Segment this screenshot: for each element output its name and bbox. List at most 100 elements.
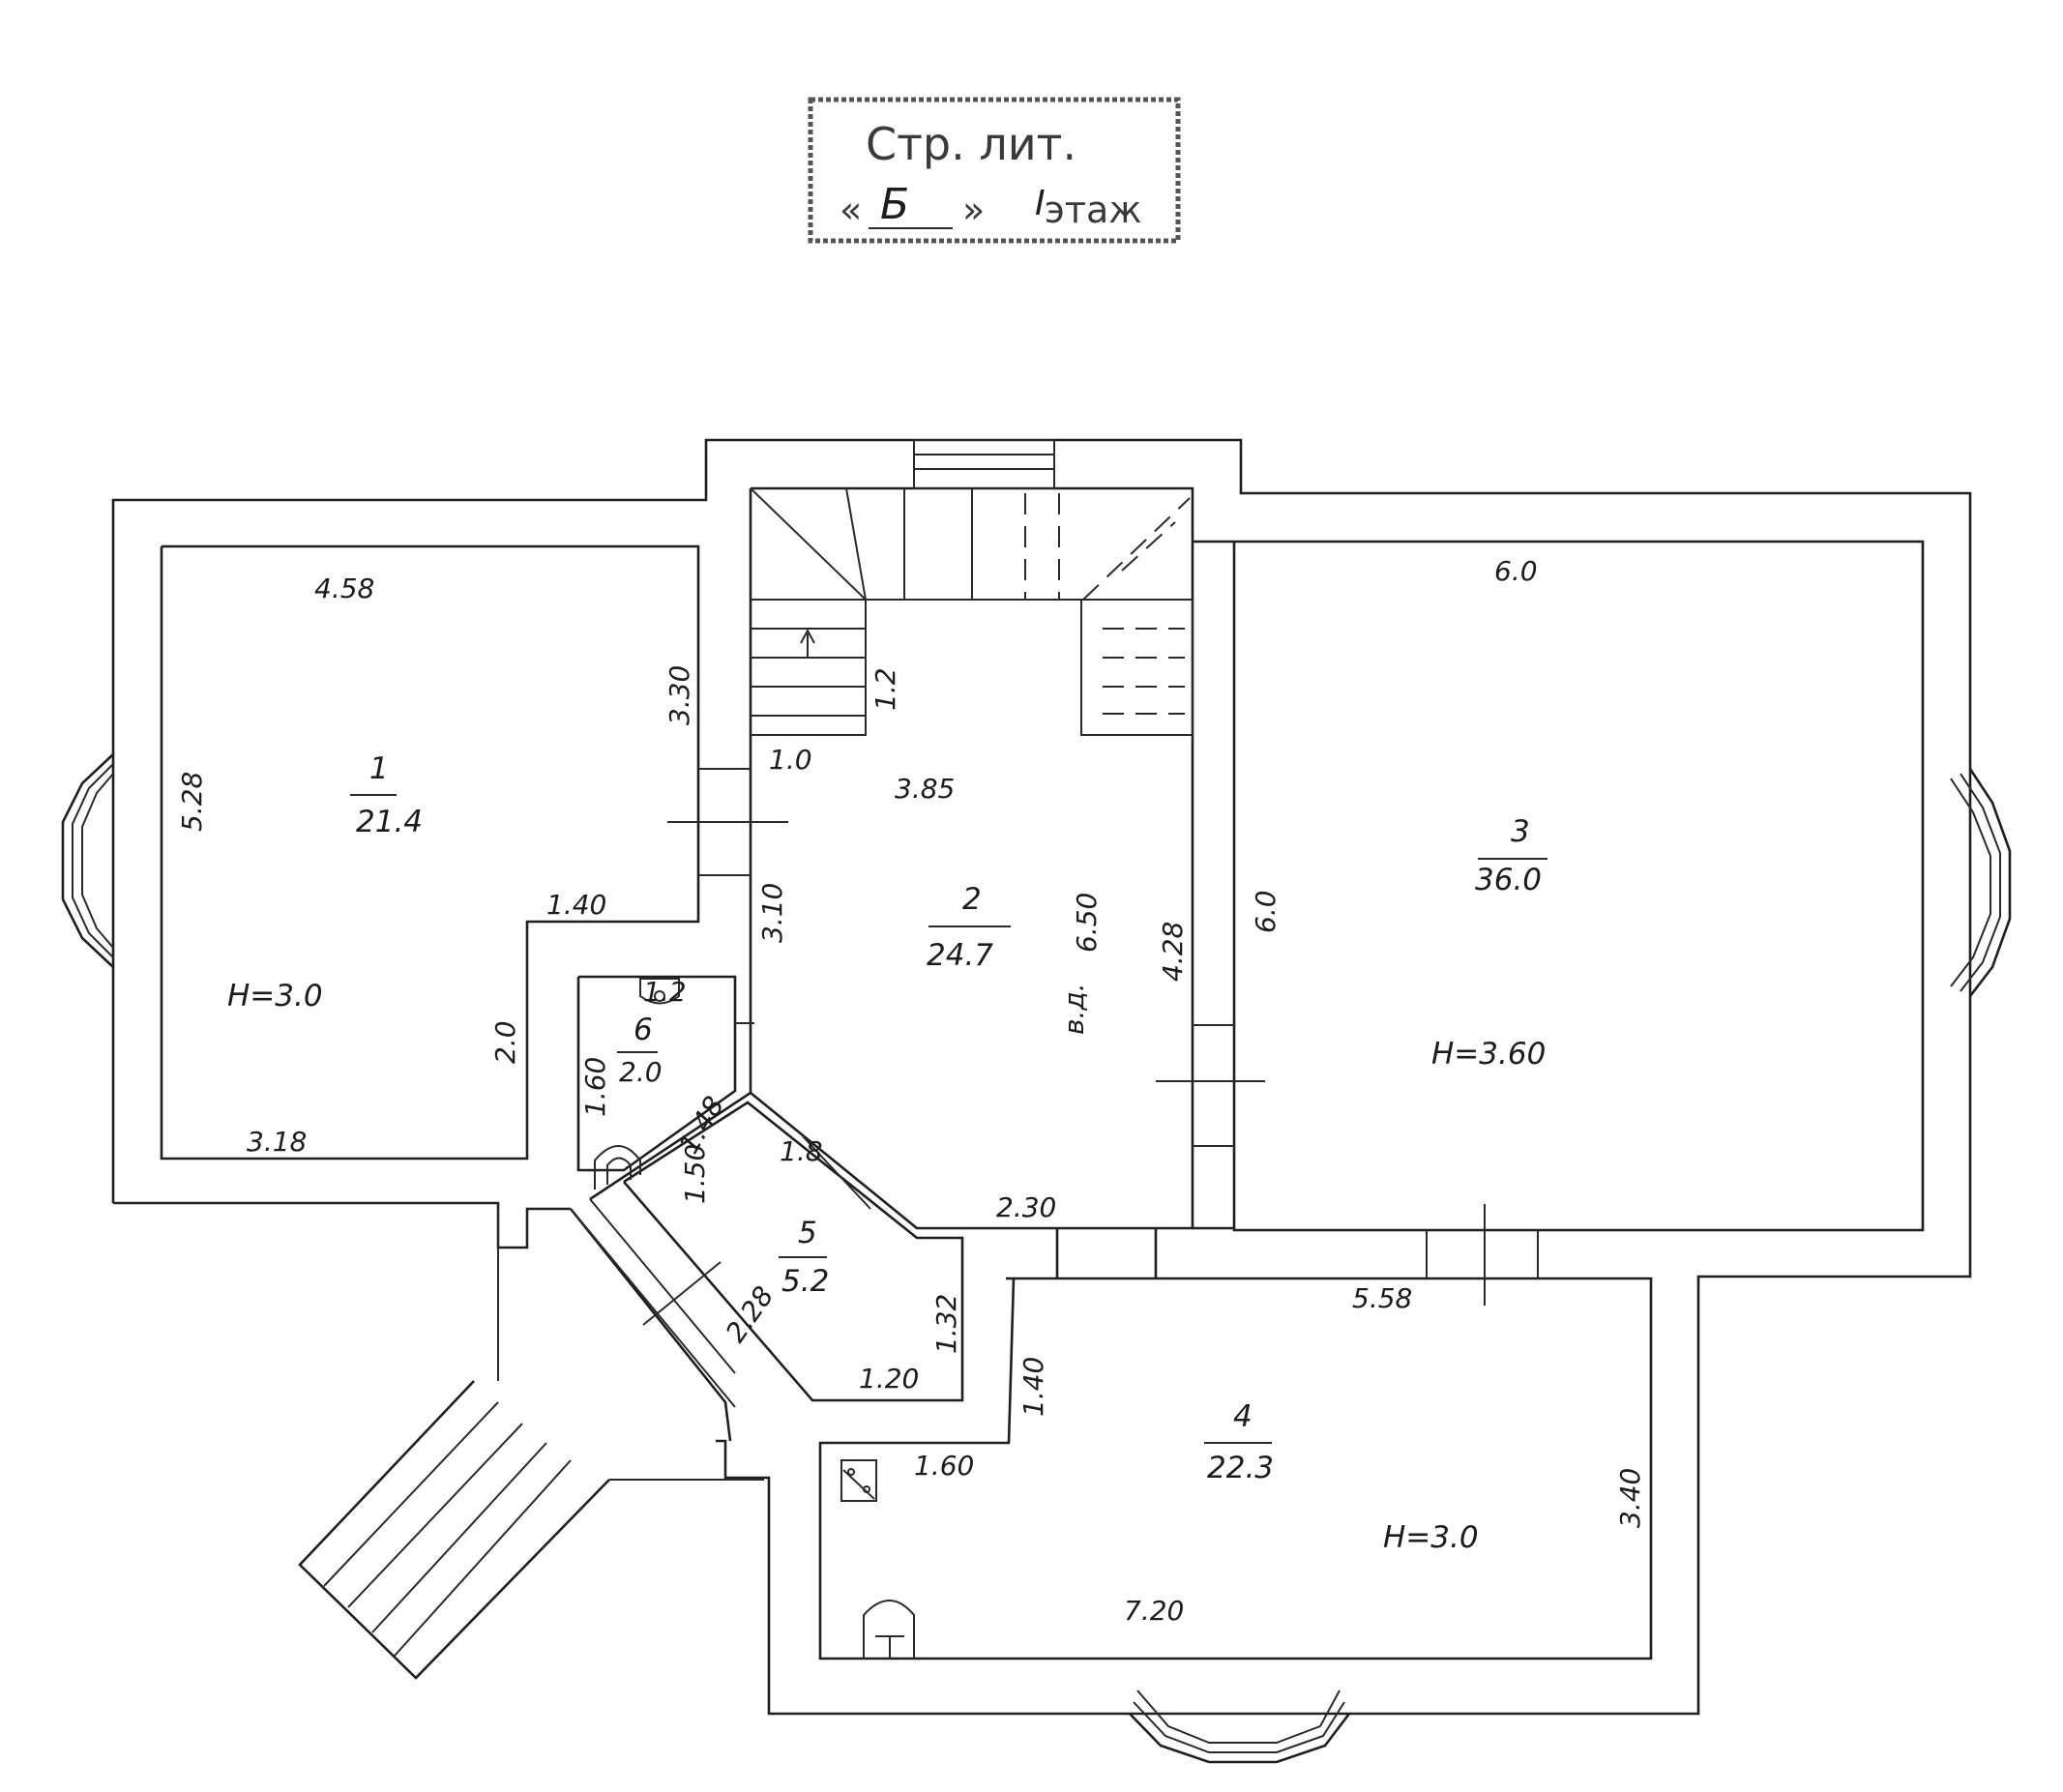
room6-number: 6	[634, 1013, 653, 1047]
boiler-icon	[847, 1468, 855, 1476]
stamp-floor-word: этаж	[1045, 189, 1142, 231]
dim-label: 4.58	[314, 573, 374, 604]
stair-step-hidden	[1121, 521, 1176, 572]
room6-area: 2.0	[619, 1056, 663, 1088]
dim-label: 5.28	[176, 772, 208, 832]
window-pane	[81, 773, 114, 949]
stair-arrow-head	[800, 628, 815, 644]
stamp-quote-close: »	[962, 189, 985, 231]
room2-outline	[749, 486, 1194, 1230]
room5-number: 5	[798, 1216, 817, 1250]
dim-label: 1.40	[1017, 1357, 1049, 1417]
wc-drain-icon	[654, 990, 665, 1002]
dim-label: 1.60	[579, 1057, 611, 1117]
dim-label: 2.30	[996, 1191, 1056, 1223]
room1-outline	[160, 544, 700, 1160]
stair-lower-flight	[1080, 599, 1194, 736]
dim-label: 2.28	[720, 1280, 781, 1348]
dim-label: 1.2	[643, 976, 687, 1008]
boiler-icon	[842, 1469, 875, 1500]
dim-label: 3.30	[663, 665, 695, 725]
window-pane	[72, 763, 114, 958]
stair-landing	[751, 599, 867, 736]
dimension-labels: 4.58 5.28 3.30 1.40 2.0 3.18 1.2 1.0 3.8…	[176, 555, 1646, 1627]
dim-label: 1.0	[769, 744, 812, 776]
room1-height: H=3.0	[227, 979, 323, 1014]
window-top	[913, 439, 1055, 489]
room4-number: 4	[1233, 1399, 1253, 1434]
dim-label: 6.50	[1071, 893, 1103, 953]
room6-outline	[576, 975, 737, 1172]
corridor-edge	[570, 1208, 736, 1408]
washbasin-icon	[594, 1145, 641, 1190]
corridor-wall	[589, 1091, 752, 1201]
doors	[642, 768, 1539, 1326]
stamp-line1: Стр. лит.	[866, 118, 1076, 170]
room2-note: в.д.	[1058, 983, 1090, 1035]
washbasin-inner-icon	[606, 1157, 632, 1185]
room1-number: 1	[369, 751, 389, 786]
wc-toilet-icon	[639, 978, 680, 1005]
bay-window-bottom	[1129, 1713, 1351, 1764]
dim-label: 1.2	[869, 667, 901, 711]
room1-area: 21.4	[356, 805, 423, 839]
dim-label: 2.0	[489, 1020, 521, 1064]
window-pane	[1960, 773, 2001, 992]
stamp: Стр. лит. « Б » I этаж	[808, 97, 1181, 244]
room3-area: 36.0	[1475, 863, 1542, 897]
dim-label: 6.0	[1250, 890, 1282, 933]
stair-step-hidden	[1082, 497, 1191, 601]
dim-label: 3.18	[247, 1126, 307, 1158]
room-labels: 1 21.4 H=3.0 2 24.7 в.д. 3 36.0 H=3.60 4…	[227, 751, 1547, 1555]
stair-winder	[845, 487, 867, 601]
room5-outline	[623, 1101, 964, 1402]
corridor-wall	[569, 1208, 732, 1442]
stamp-letter: Б	[880, 180, 909, 229]
dim-label: 4.28	[1157, 922, 1189, 982]
room4-area: 22.3	[1207, 1451, 1274, 1485]
dim-label: 1.20	[859, 1363, 919, 1395]
staircase	[750, 487, 1194, 736]
window-pane	[1950, 778, 1991, 987]
stove-icon	[863, 1600, 915, 1659]
entry-step	[371, 1442, 547, 1633]
dim-label: 1.8	[780, 1135, 823, 1167]
dim-label: 1.60	[914, 1450, 974, 1482]
room5-area: 5.2	[781, 1264, 829, 1299]
dim-label: 1.32	[930, 1294, 962, 1354]
dim-label: 3.40	[1614, 1468, 1646, 1528]
outer-wall-left-bottom	[113, 1201, 571, 1249]
entry-stairs	[298, 1198, 764, 1680]
entry-stairs-outline	[298, 1380, 610, 1680]
dim-label: 3.10	[756, 883, 788, 943]
room2-number: 2	[962, 882, 982, 917]
dim-label: 1.40	[546, 889, 606, 921]
outer-wall-top	[111, 438, 1972, 1716]
dim-label: 3.85	[895, 773, 955, 805]
room3-height: H=3.60	[1431, 1037, 1546, 1072]
door-mark	[802, 1135, 871, 1210]
dim-label: 7.20	[1124, 1595, 1184, 1627]
corridor-edge	[589, 1198, 736, 1374]
stamp-frame	[808, 97, 1181, 244]
outer-walls	[111, 438, 1972, 1716]
boiler-icon	[863, 1485, 870, 1493]
dim-label: 1.50	[679, 1144, 711, 1204]
entry-step	[394, 1459, 572, 1657]
stamp-quote-open: «	[840, 189, 862, 231]
stair-winder	[750, 487, 867, 601]
entry-step	[347, 1423, 523, 1608]
room4-outline	[818, 1277, 1653, 1660]
windows	[61, 439, 2012, 1764]
room4-height: H=3.0	[1383, 1520, 1479, 1555]
room3-number: 3	[1511, 814, 1530, 849]
boiler-icon	[840, 1459, 877, 1502]
room3-outline	[1232, 540, 1925, 1232]
bay-window-left	[61, 753, 114, 968]
fixtures	[594, 978, 915, 1659]
dim-label: 5.58	[1352, 1282, 1412, 1314]
room2-area: 24.7	[927, 938, 993, 973]
bay-window-right	[1968, 768, 2012, 997]
dim-label: 6.0	[1494, 555, 1538, 587]
